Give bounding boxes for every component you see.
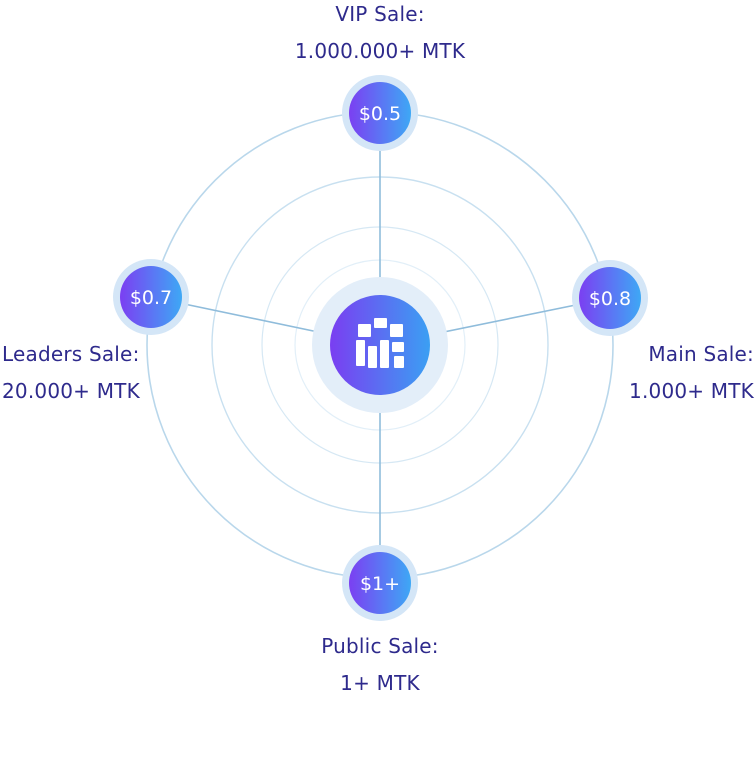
leaders-sale-label: Leaders Sale: 20.000+ MTK xyxy=(2,336,140,410)
main-sale-amount: 1.000+ MTK xyxy=(629,379,754,403)
node-main-price: $0.8 xyxy=(589,288,631,310)
node-vip-disc xyxy=(349,82,411,144)
main-sale-title: Main Sale: xyxy=(648,342,754,366)
vip-sale-label: VIP Sale: 1.000.000+ MTK xyxy=(295,0,465,70)
vip-sale-amount: 1.000.000+ MTK xyxy=(294,39,466,63)
node-public: $1+ xyxy=(342,545,418,621)
node-vip-price: $0.5 xyxy=(359,103,401,125)
public-sale-title: Public Sale: xyxy=(321,634,439,658)
node-vip: $0.5 xyxy=(342,75,418,151)
node-leaders-price: $0.7 xyxy=(130,287,172,309)
center-hub xyxy=(312,277,448,413)
node-public-disc xyxy=(349,552,411,614)
leaders-sale-title: Leaders Sale: xyxy=(2,342,140,366)
leaders-sale-amount: 20.000+ MTK xyxy=(2,379,140,403)
node-leaders: $0.7 xyxy=(113,259,189,335)
node-leaders-disc xyxy=(120,266,182,328)
node-public-price: $1+ xyxy=(360,573,400,595)
main-sale-label: Main Sale: 1.000+ MTK xyxy=(629,336,754,410)
mtk-logo-icon xyxy=(356,318,404,368)
node-main: $0.8 xyxy=(572,260,648,336)
node-main-disc xyxy=(579,267,641,329)
public-sale-amount: 1+ MTK xyxy=(340,671,420,695)
public-sale-label: Public Sale: 1+ MTK xyxy=(321,628,439,702)
vip-sale-title: VIP Sale: xyxy=(335,2,425,26)
